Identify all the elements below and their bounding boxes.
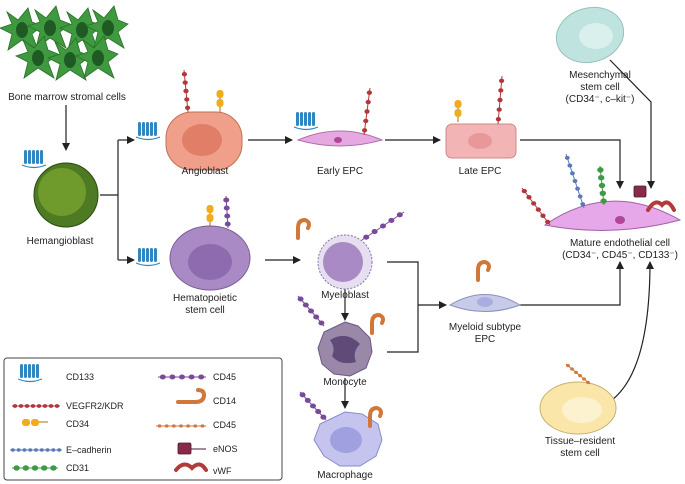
myeloblast-cd45	[361, 211, 405, 241]
stromal-cell-7	[74, 35, 119, 79]
angioblast-cd34	[216, 90, 224, 112]
label-mature-endothelial-line1: Mature endothelial cell	[569, 238, 671, 249]
mature-vwf	[646, 200, 676, 212]
hemangioblast-cd133	[21, 150, 47, 169]
early-epc-nucleus	[334, 137, 342, 143]
angioblast-nucleus	[182, 124, 222, 156]
label-myeloblast: Myeloblast	[321, 290, 369, 301]
hematopoietic-nucleus	[188, 244, 232, 280]
hematopoietic-cd34	[206, 205, 214, 227]
legend-label-ecadherin: E–cadherin	[66, 445, 112, 455]
arrow-myeloid-epc-to-mature	[520, 261, 624, 306]
legend-label-vwf: vWF	[213, 466, 232, 476]
mature-vegfr2	[521, 187, 551, 226]
arrow-tissue-resident-to-mature	[611, 261, 654, 401]
monocyte-cd45	[297, 295, 325, 327]
stromal-cell-4	[84, 5, 129, 49]
surface-markers	[21, 69, 676, 428]
legend-glyph-ecadherin	[10, 448, 62, 452]
myeloblast-cd14	[296, 217, 311, 240]
monocyte-nucleus	[330, 335, 360, 364]
legend-glyph-enos	[177, 442, 206, 455]
legend-label-vegfr2: VEGFR2/KDR	[66, 401, 124, 411]
mature-ecadherin	[564, 153, 586, 209]
mature-enos	[633, 185, 647, 198]
stromal-cell-2	[26, 5, 71, 49]
angioblast-vegfr2	[181, 69, 191, 113]
macrophage-nucleus	[330, 427, 362, 453]
label-macrophage: Macrophage	[317, 470, 373, 481]
label-hematopoietic-line1: Hematopoietic	[173, 293, 237, 304]
label-myeloid-epc-line2: EPC	[474, 334, 496, 345]
arrow-mesenchymal-to-mature	[609, 59, 655, 189]
legend-label-cd133: CD133	[66, 372, 95, 382]
mesenchymal-nucleus	[579, 23, 613, 49]
stromal-cell-6	[46, 37, 91, 81]
myeloblast-nucleus	[323, 242, 363, 282]
myeloid-epc-nucleus	[477, 297, 493, 307]
bracket-myeloid	[387, 261, 419, 353]
legend-glyph-cd31	[12, 465, 58, 471]
legend-frame	[3, 357, 283, 481]
legend-glyph-cd45-a	[158, 374, 206, 380]
hematopoietic-cd133	[135, 248, 161, 267]
macrophage-cd45	[299, 391, 327, 421]
legend-glyph-cd133	[17, 364, 43, 383]
legend-label-cd45-a: CD45	[213, 372, 237, 382]
early-epc-vegfr2	[362, 87, 372, 136]
label-mesenchymal-line3: (CD34⁻, c–kit⁻)	[565, 94, 635, 105]
label-bone-marrow-stromal-cells: Bone marrow stromal cells	[8, 92, 126, 103]
stromal-cell-5	[14, 35, 59, 79]
late-epc-cd34	[454, 100, 462, 122]
label-hemangioblast: Hemangioblast	[26, 236, 94, 247]
label-tissue-resident-line2: stem cell	[560, 448, 600, 459]
label-mesenchymal-line2: stem cell	[580, 82, 620, 93]
legend-glyph-vwf	[174, 462, 208, 472]
arrow-late-epc-to-mature	[520, 139, 624, 189]
mature-cd31	[597, 165, 607, 206]
legend-glyph-cd34	[22, 419, 48, 426]
legend-glyph-cd45-b	[156, 424, 206, 428]
label-monocyte: Monocyte	[323, 377, 367, 388]
label-mature-endothelial-line2: (CD34⁻, CD45⁻, CD133⁻)	[562, 250, 678, 261]
label-late-epc: Late EPC	[458, 166, 502, 177]
monocyte-cd14	[370, 312, 385, 335]
tissue-resident-nucleus	[562, 397, 602, 423]
late-epc-nucleus	[468, 133, 492, 149]
mature-endothelial-nucleus	[615, 216, 625, 224]
legend-label-enos: eNOS	[213, 444, 238, 454]
legend-label-cd31: CD31	[66, 463, 90, 473]
label-angioblast: Angioblast	[181, 166, 229, 177]
label-early-epc: Early EPC	[316, 166, 364, 177]
legend-label-cd34: CD34	[66, 419, 90, 429]
legend	[3, 357, 283, 481]
tissue-resident-cd45	[565, 363, 591, 385]
myeloid-epc-cd14	[476, 259, 491, 282]
late-epc-vegfr2	[495, 75, 505, 125]
flow-arrows	[62, 59, 655, 409]
cell-illustrations	[0, 5, 682, 467]
label-tissue-resident-line1: Tissue–resident	[544, 436, 616, 447]
legend-glyph-cd14	[176, 388, 207, 404]
legend-label-cd14: CD14	[213, 396, 237, 406]
early-epc-cd133	[293, 112, 319, 131]
label-mesenchymal-line1: Mesenchymal	[569, 70, 631, 81]
angioblast-cd133	[135, 122, 161, 141]
macrophage-cd14	[368, 405, 383, 428]
hemangioblast-nucleus	[38, 168, 86, 216]
label-hematopoietic-line2: stem cell	[185, 305, 225, 316]
label-myeloid-epc-line1: Myeloid subtype	[448, 322, 522, 333]
legend-glyph-vegfr2	[12, 404, 60, 408]
legend-label-cd45-b: CD45	[213, 420, 237, 430]
hematopoietic-cd45	[223, 195, 231, 229]
